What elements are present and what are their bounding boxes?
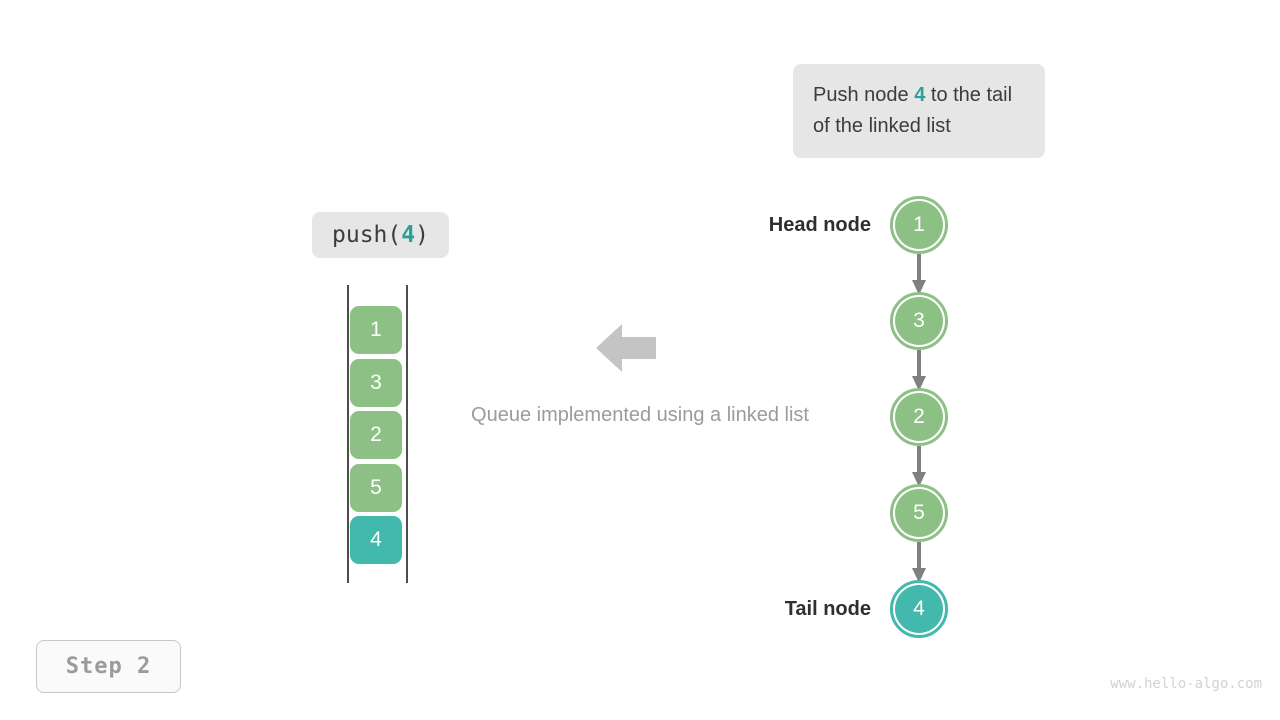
watermark: www.hello-algo.com <box>1110 676 1262 692</box>
operation-argument: 4 <box>401 222 416 248</box>
linked-list-connector-arrow-icon <box>909 542 929 584</box>
linked-list-node: 2 <box>890 388 948 446</box>
linked-list-node: 3 <box>890 292 948 350</box>
linked-list-node-value: 3 <box>895 297 943 345</box>
linked-list-node-value: 4 <box>895 585 943 633</box>
annotation-highlight-value: 4 <box>914 84 926 106</box>
operation-close-paren: ) <box>415 222 429 248</box>
linked-list-node: 4 <box>890 580 948 638</box>
linked-list-node: 5 <box>890 484 948 542</box>
step-badge: Step 2 <box>36 640 181 693</box>
annotation-text-before: Push node <box>813 84 915 106</box>
queue-cell: 5 <box>350 463 402 512</box>
linked-list-node-value: 5 <box>895 489 943 537</box>
linked-list-connector-arrow-icon <box>909 254 929 296</box>
annotation-callout: Push node 4 to the tail of the linked li… <box>793 64 1045 158</box>
queue-cell: 4 <box>350 516 402 564</box>
tail-node-label: Tail node <box>784 598 871 620</box>
linked-list-connector-arrow-icon <box>909 446 929 488</box>
queue-cell: 3 <box>350 358 402 407</box>
operation-label: push(4) <box>312 212 449 258</box>
head-node-label: Head node <box>768 214 871 236</box>
direction-arrow-icon <box>596 322 656 374</box>
annotation-text-after: to the tail of the linked list <box>813 84 1013 137</box>
queue-rail-left <box>347 285 349 583</box>
queue-cell: 2 <box>350 411 402 459</box>
queue-rail-right <box>406 285 408 583</box>
linked-list-node-value: 2 <box>895 393 943 441</box>
diagram-caption: Queue implemented using a linked list <box>471 404 809 426</box>
linked-list-node: 1 <box>890 196 948 254</box>
linked-list-connector-arrow-icon <box>909 350 929 392</box>
linked-list-node-value: 1 <box>895 201 943 249</box>
operation-name: push( <box>332 222 402 248</box>
queue-cell: 1 <box>350 306 402 354</box>
